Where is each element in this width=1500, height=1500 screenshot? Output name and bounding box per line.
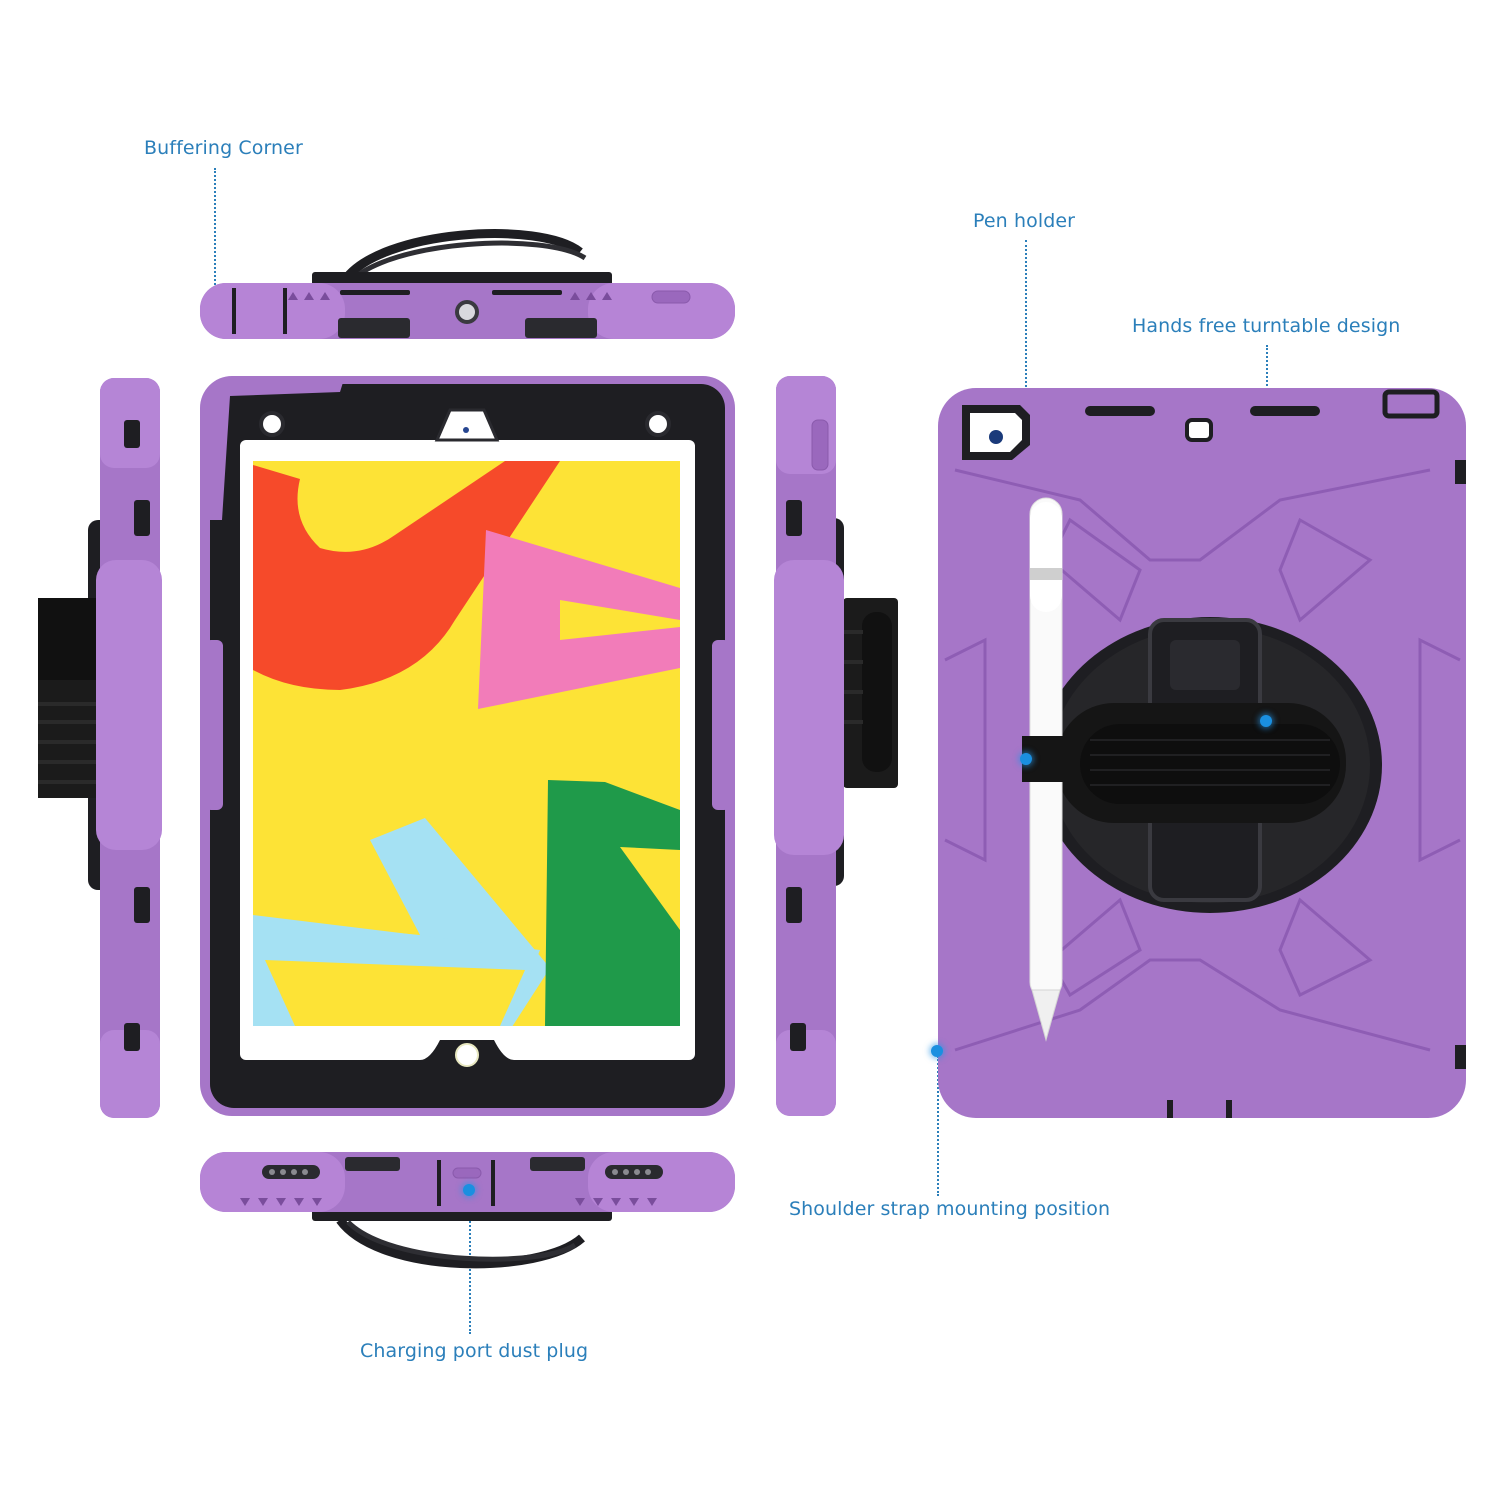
callout-dot-pen: [1020, 753, 1032, 765]
callout-turntable: Hands free turntable design: [1132, 315, 1401, 337]
screen-wallpaper: [253, 461, 680, 1026]
callout-dot-turntable: [1260, 715, 1272, 727]
callout-leader-buffering: [214, 168, 216, 308]
callout-shoulder-strap: Shoulder strap mounting position: [789, 1198, 1111, 1220]
callout-charging-port: Charging port dust plug: [360, 1340, 589, 1362]
callout-pen-holder: Pen holder: [973, 210, 1076, 232]
callout-leader-strap: [937, 1056, 939, 1196]
callout-dot-charging: [463, 1184, 475, 1196]
callout-buffering-corner: Buffering Corner: [144, 137, 303, 159]
callout-dot-strap: [931, 1045, 943, 1057]
